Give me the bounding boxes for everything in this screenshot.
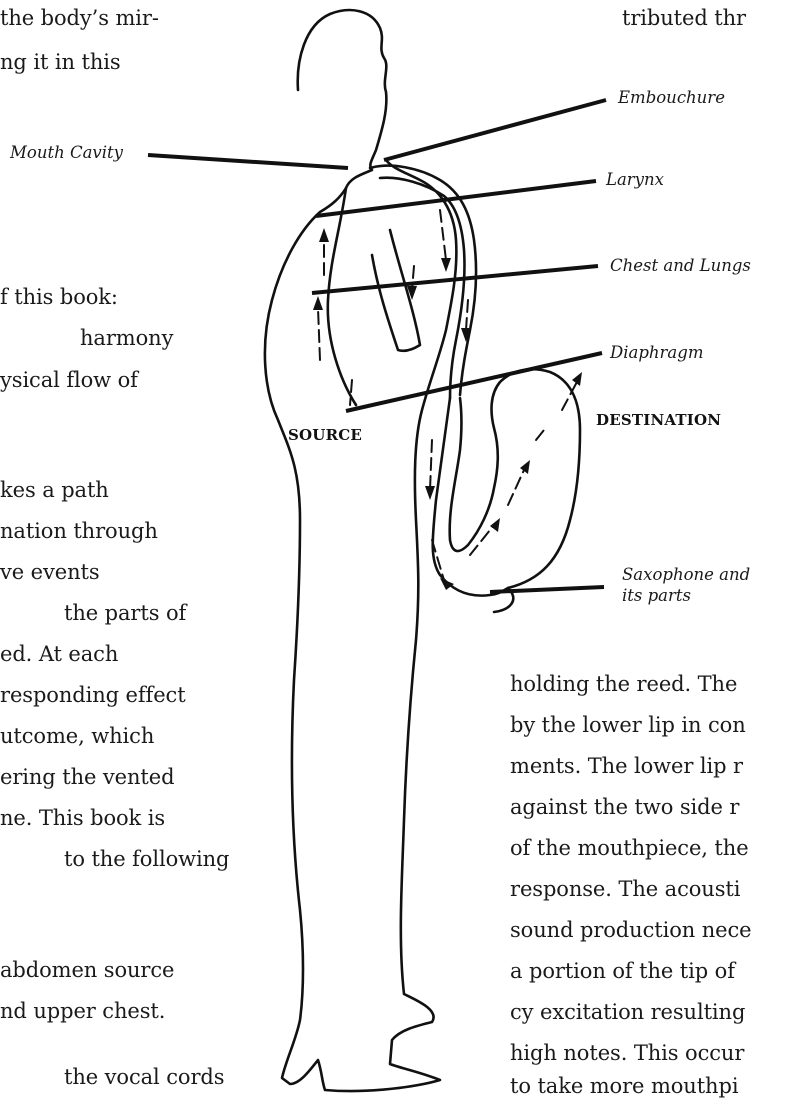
flow-arrowhead [490,518,500,532]
pointer-mouth-cavity [148,155,348,168]
label-saxophone-line: its parts [622,586,750,605]
player-silhouette-outline [265,10,456,1091]
label-larynx: Larynx [606,170,664,189]
flow-arrowhead [425,486,435,500]
label-chest-lungs: Chest and Lungs [610,256,751,275]
label-mouth-cavity: Mouth Cavity [10,143,123,162]
label-diaphragm: Diaphragm [610,343,703,362]
pointer-embouchure [384,100,606,160]
saxophone-bell [433,369,580,595]
label-saxophone: Saxophone and its parts [622,565,750,605]
flow-arrowhead [520,460,530,474]
flow-arrowhead [313,296,323,310]
label-embouchure: Embouchure [618,88,725,107]
label-destination: DESTINATION [596,411,721,429]
label-source: SOURCE [288,426,362,444]
flow-arrowhead [441,258,451,272]
flow-arrowhead [440,578,454,590]
label-saxophone-line: Saxophone and [622,565,750,584]
flow-arrowhead [319,228,329,242]
